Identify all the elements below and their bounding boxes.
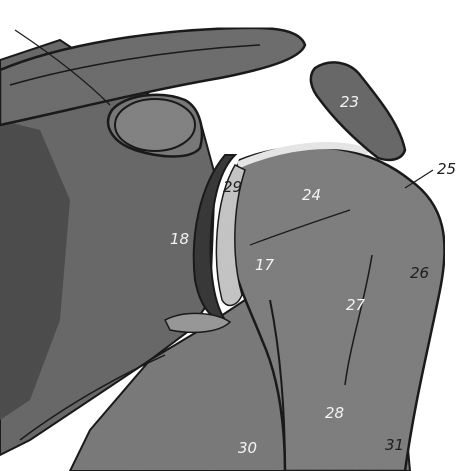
- label-23: 23: [340, 93, 359, 111]
- label-17: 17: [255, 256, 275, 274]
- label-26: 26: [410, 264, 429, 282]
- label-18: 18: [170, 230, 189, 248]
- label-30: 30: [238, 439, 257, 457]
- label-29: 29: [223, 178, 242, 196]
- label-24: 24: [302, 186, 321, 204]
- label-27: 27: [346, 296, 366, 314]
- label-28: 28: [325, 404, 344, 422]
- label-31: 31: [385, 436, 404, 454]
- label-25: 25: [437, 160, 456, 178]
- coracoid-tip: [115, 99, 195, 151]
